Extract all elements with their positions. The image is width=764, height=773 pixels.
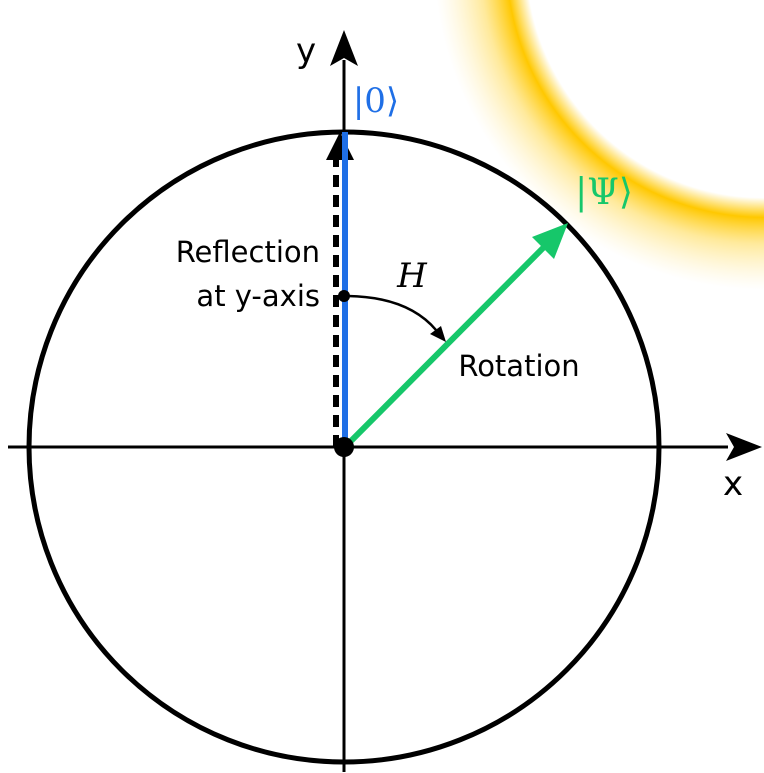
psi-state-vector <box>342 236 555 450</box>
psi-state-label: |Ψ⟩ <box>575 172 633 213</box>
zero-state-label: |0⟩ <box>353 81 399 121</box>
hadamard-arrowhead <box>430 326 446 342</box>
rotation-label: Rotation <box>458 349 579 383</box>
hadamard-curved-arrow <box>347 294 437 331</box>
psi-state-arrowhead <box>532 223 568 259</box>
y-axis-label: y <box>296 31 316 71</box>
reflection-label-line1: Reflection <box>176 235 320 269</box>
reflection-label-line2: at y-axis <box>196 279 320 313</box>
y-axis-arrowhead <box>330 30 358 66</box>
reflection-arrowhead <box>326 132 354 160</box>
hadamard-operator-label: H <box>396 256 428 296</box>
origin-point <box>334 437 354 457</box>
sun-glow-decoration <box>436 0 764 290</box>
reflection-midpoint <box>338 290 350 302</box>
x-axis-label: x <box>723 464 743 504</box>
x-axis-arrowhead <box>726 433 762 461</box>
